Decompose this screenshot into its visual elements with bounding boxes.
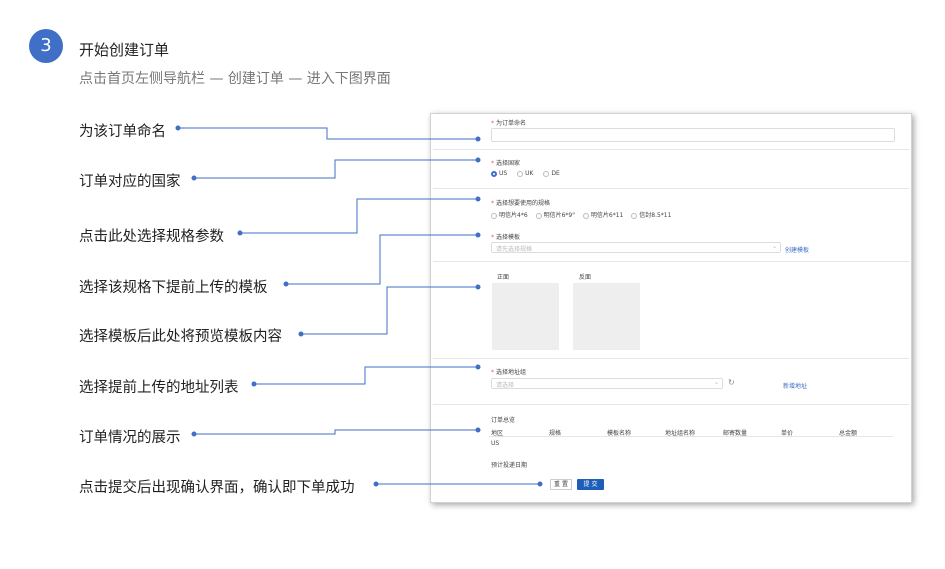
country-label: *选择国家 (491, 160, 521, 167)
col-address-name: 地址组名称 (665, 430, 696, 437)
front-preview (492, 283, 559, 350)
callout-spec: 点击此处选择规格参数 (79, 229, 224, 245)
back-label: 反面 (579, 274, 592, 281)
col-spec: 规格 (549, 430, 562, 437)
order-name-label: *为订单命名 (491, 120, 527, 127)
template-label: *选择模板 (491, 234, 521, 241)
callout-dot (298, 331, 304, 337)
callout-dot (237, 230, 243, 236)
radio-uk[interactable]: UK (517, 170, 533, 177)
delivery-date-label: 预计投递日期 (491, 462, 528, 469)
divider (433, 149, 909, 150)
template-placeholder: 请先选择规格 (496, 246, 533, 253)
radio-de[interactable]: DE (543, 170, 560, 177)
refresh-icon[interactable]: ↻ (728, 378, 735, 387)
summary-label: 订单总览 (491, 417, 516, 424)
callout-dot (373, 481, 379, 487)
divider (433, 261, 909, 262)
back-preview (573, 283, 640, 350)
address-label: *选择地址组 (491, 369, 527, 376)
callout-dot (191, 431, 197, 437)
callout-dot (251, 381, 257, 387)
callout-country: 订单对应的国家 (79, 174, 181, 190)
callout-order-name: 为该订单命名 (79, 124, 166, 140)
add-address-link[interactable]: 新增地址 (783, 383, 808, 390)
order-form-screenshot: *为订单命名 *选择国家 US UK DE *选择想要使用的规格 明信片4*6 … (430, 113, 912, 503)
callout-address: 选择提前上传的地址列表 (79, 380, 239, 396)
col-quantity: 邮寄数量 (723, 430, 748, 437)
front-label: 正面 (497, 274, 510, 281)
address-placeholder: 请选择 (496, 382, 515, 389)
step-title: 开始创建订单 (79, 41, 170, 59)
submit-button[interactable]: 提 交 (577, 479, 604, 490)
order-name-input[interactable] (491, 128, 895, 142)
callout-dot (175, 125, 181, 131)
callout-template: 选择该规格下提前上传的模板 (79, 280, 268, 296)
col-region: 地区 (491, 430, 504, 437)
divider (433, 358, 909, 359)
col-unit-price: 单价 (781, 430, 794, 437)
create-template-link[interactable]: 创建模板 (785, 247, 810, 254)
callout-dot (283, 281, 289, 287)
country-radio-group: US UK DE (491, 170, 560, 177)
spec-radio-group: 明信片4*6 明信片6*9" 明信片6*11 信封8.5*11 (491, 210, 671, 219)
radio-spec-2[interactable]: 明信片6*9" (535, 212, 575, 219)
callout-dot (191, 175, 197, 181)
step-subtitle: 点击首页左侧导航栏 — 创建订单 — 进入下图界面 (79, 71, 391, 87)
step-number-badge: 3 (29, 29, 63, 63)
col-total: 总金额 (839, 430, 858, 437)
reset-button[interactable]: 重 置 (550, 479, 572, 490)
address-select[interactable]: 请选择 ⌄ (491, 378, 723, 389)
chevron-down-icon: ⌄ (771, 243, 777, 250)
template-select[interactable]: 请先选择规格 ⌄ (491, 242, 781, 253)
callout-summary: 订单情况的展示 (79, 430, 181, 446)
callout-submit: 点击提交后出现确认界面，确认即下单成功 (79, 480, 355, 496)
radio-spec-4[interactable]: 信封8.5*11 (631, 212, 671, 219)
callout-preview: 选择模板后此处将预览模板内容 (79, 329, 282, 345)
radio-spec-3[interactable]: 明信片6*11 (582, 212, 623, 219)
divider (489, 436, 893, 437)
spec-label: *选择想要使用的规格 (491, 200, 551, 207)
radio-us[interactable]: US (491, 170, 507, 177)
divider (433, 404, 909, 405)
region-value: US (491, 440, 500, 447)
col-template-name: 模板名称 (607, 430, 632, 437)
chevron-down-icon: ⌄ (713, 379, 719, 386)
radio-spec-1[interactable]: 明信片4*6 (491, 212, 528, 219)
divider (433, 188, 909, 189)
